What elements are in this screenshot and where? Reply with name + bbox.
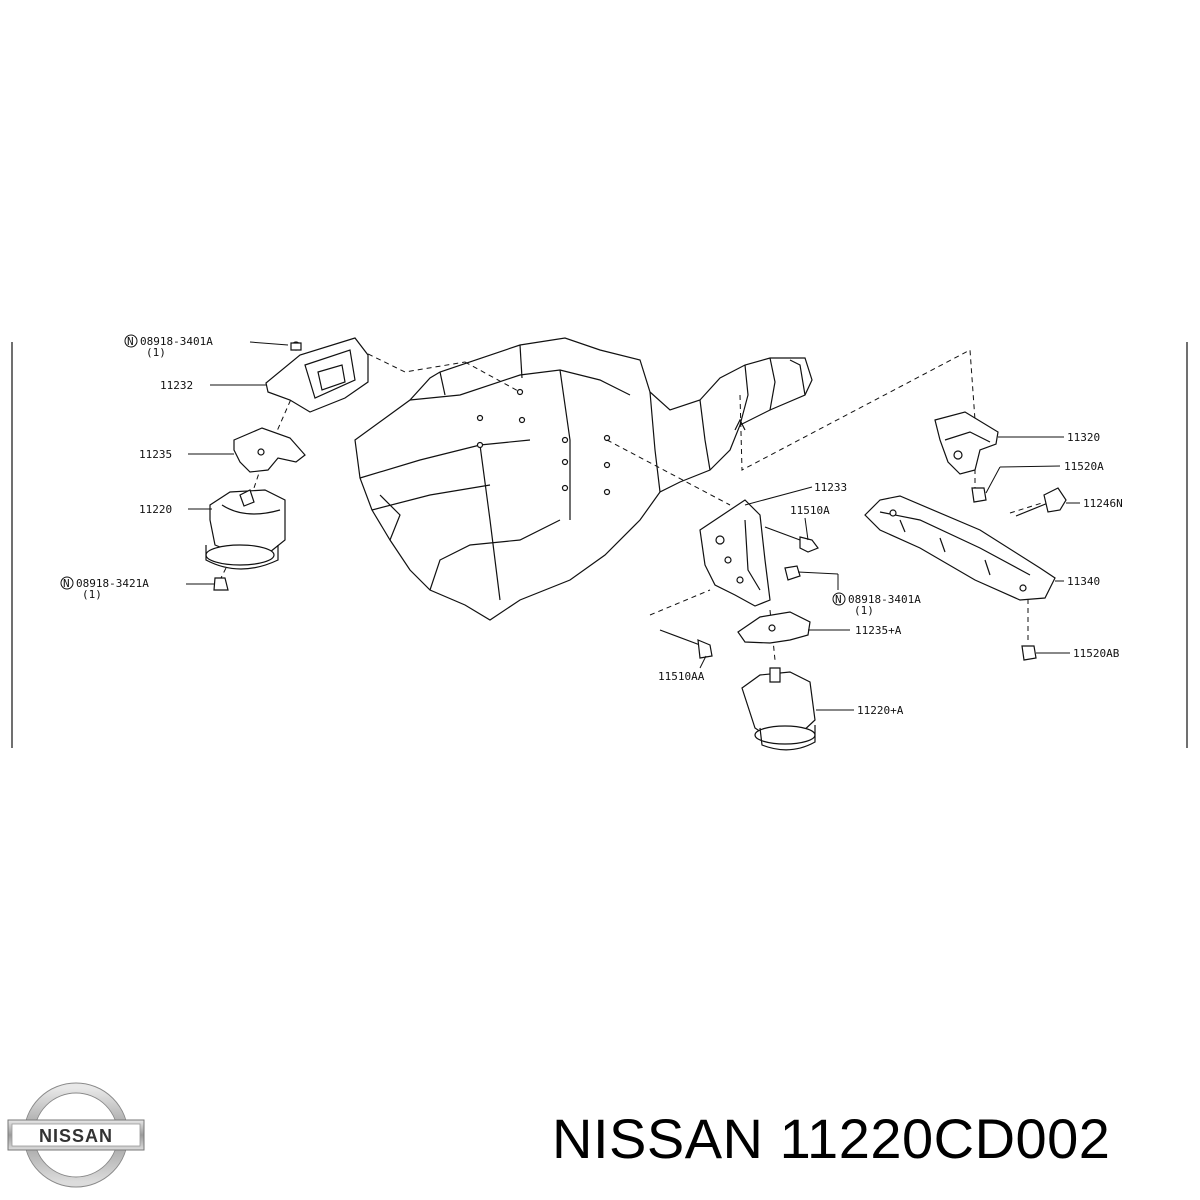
part-caption: NISSAN 11220CD002 <box>552 1106 1110 1171</box>
callout-n3-qty: (1) <box>854 604 874 617</box>
callout-11246N: 11246N <box>1083 497 1123 510</box>
callout-11233: 11233 <box>814 481 847 494</box>
callout-11220: 11220 <box>139 503 172 516</box>
nut-symbol-circle <box>832 592 846 606</box>
callout-11520AB: 11520AB <box>1073 647 1120 660</box>
callout-n3: 08918-3401A <box>848 593 921 606</box>
damper-11246N <box>1015 487 1067 517</box>
bolt-11520A <box>971 487 987 503</box>
callout-11520A: 11520A <box>1064 460 1104 473</box>
nut-symbol-2: N <box>63 577 70 590</box>
nut-symbol-circle <box>60 576 74 590</box>
crossmember-11340 <box>864 495 1056 601</box>
nut-symbol-circle <box>124 334 138 348</box>
mount-11220 <box>205 489 286 591</box>
callout-11320: 11320 <box>1067 431 1100 444</box>
mount-11220A <box>741 667 816 751</box>
callout-n1: 08918-3401A <box>140 335 213 348</box>
bracket-11232 <box>265 337 369 413</box>
nut-symbol-1: N <box>127 335 134 348</box>
bracket-11320 <box>934 411 999 475</box>
callout-11510A: 11510A <box>790 504 830 517</box>
callout-11235A: 11235+A <box>855 624 902 637</box>
nut-symbol-3: N <box>835 593 842 606</box>
shield-11235 <box>233 427 306 473</box>
bolts-center <box>659 526 819 659</box>
nut-symbols: N N N <box>60 334 846 606</box>
callout-11340: 11340 <box>1067 575 1100 588</box>
engine-assembly <box>354 337 813 621</box>
bolt-11520AB <box>1021 645 1037 661</box>
callout-11232: 11232 <box>160 379 193 392</box>
caption-brand: NISSAN <box>552 1107 764 1170</box>
bracket-11233 <box>699 499 771 607</box>
logo-text: NISSAN <box>39 1126 113 1146</box>
nissan-logo: NISSAN <box>7 1082 145 1188</box>
callout-11220A: 11220+A <box>857 704 904 717</box>
callout-11510AA: 11510AA <box>658 670 705 683</box>
callout-n2: 08918-3421A <box>76 577 149 590</box>
callout-n2-qty: (1) <box>82 588 102 601</box>
callout-11235: 11235 <box>139 448 172 461</box>
callout-labels: 08918-3401A (1) 11232 11235 11220 08918-… <box>76 335 1123 717</box>
callout-n1-qty: (1) <box>146 346 166 359</box>
caption-part-number: 11220CD002 <box>779 1107 1111 1170</box>
leader-lines <box>186 341 1080 711</box>
shield-11235A <box>737 611 811 644</box>
